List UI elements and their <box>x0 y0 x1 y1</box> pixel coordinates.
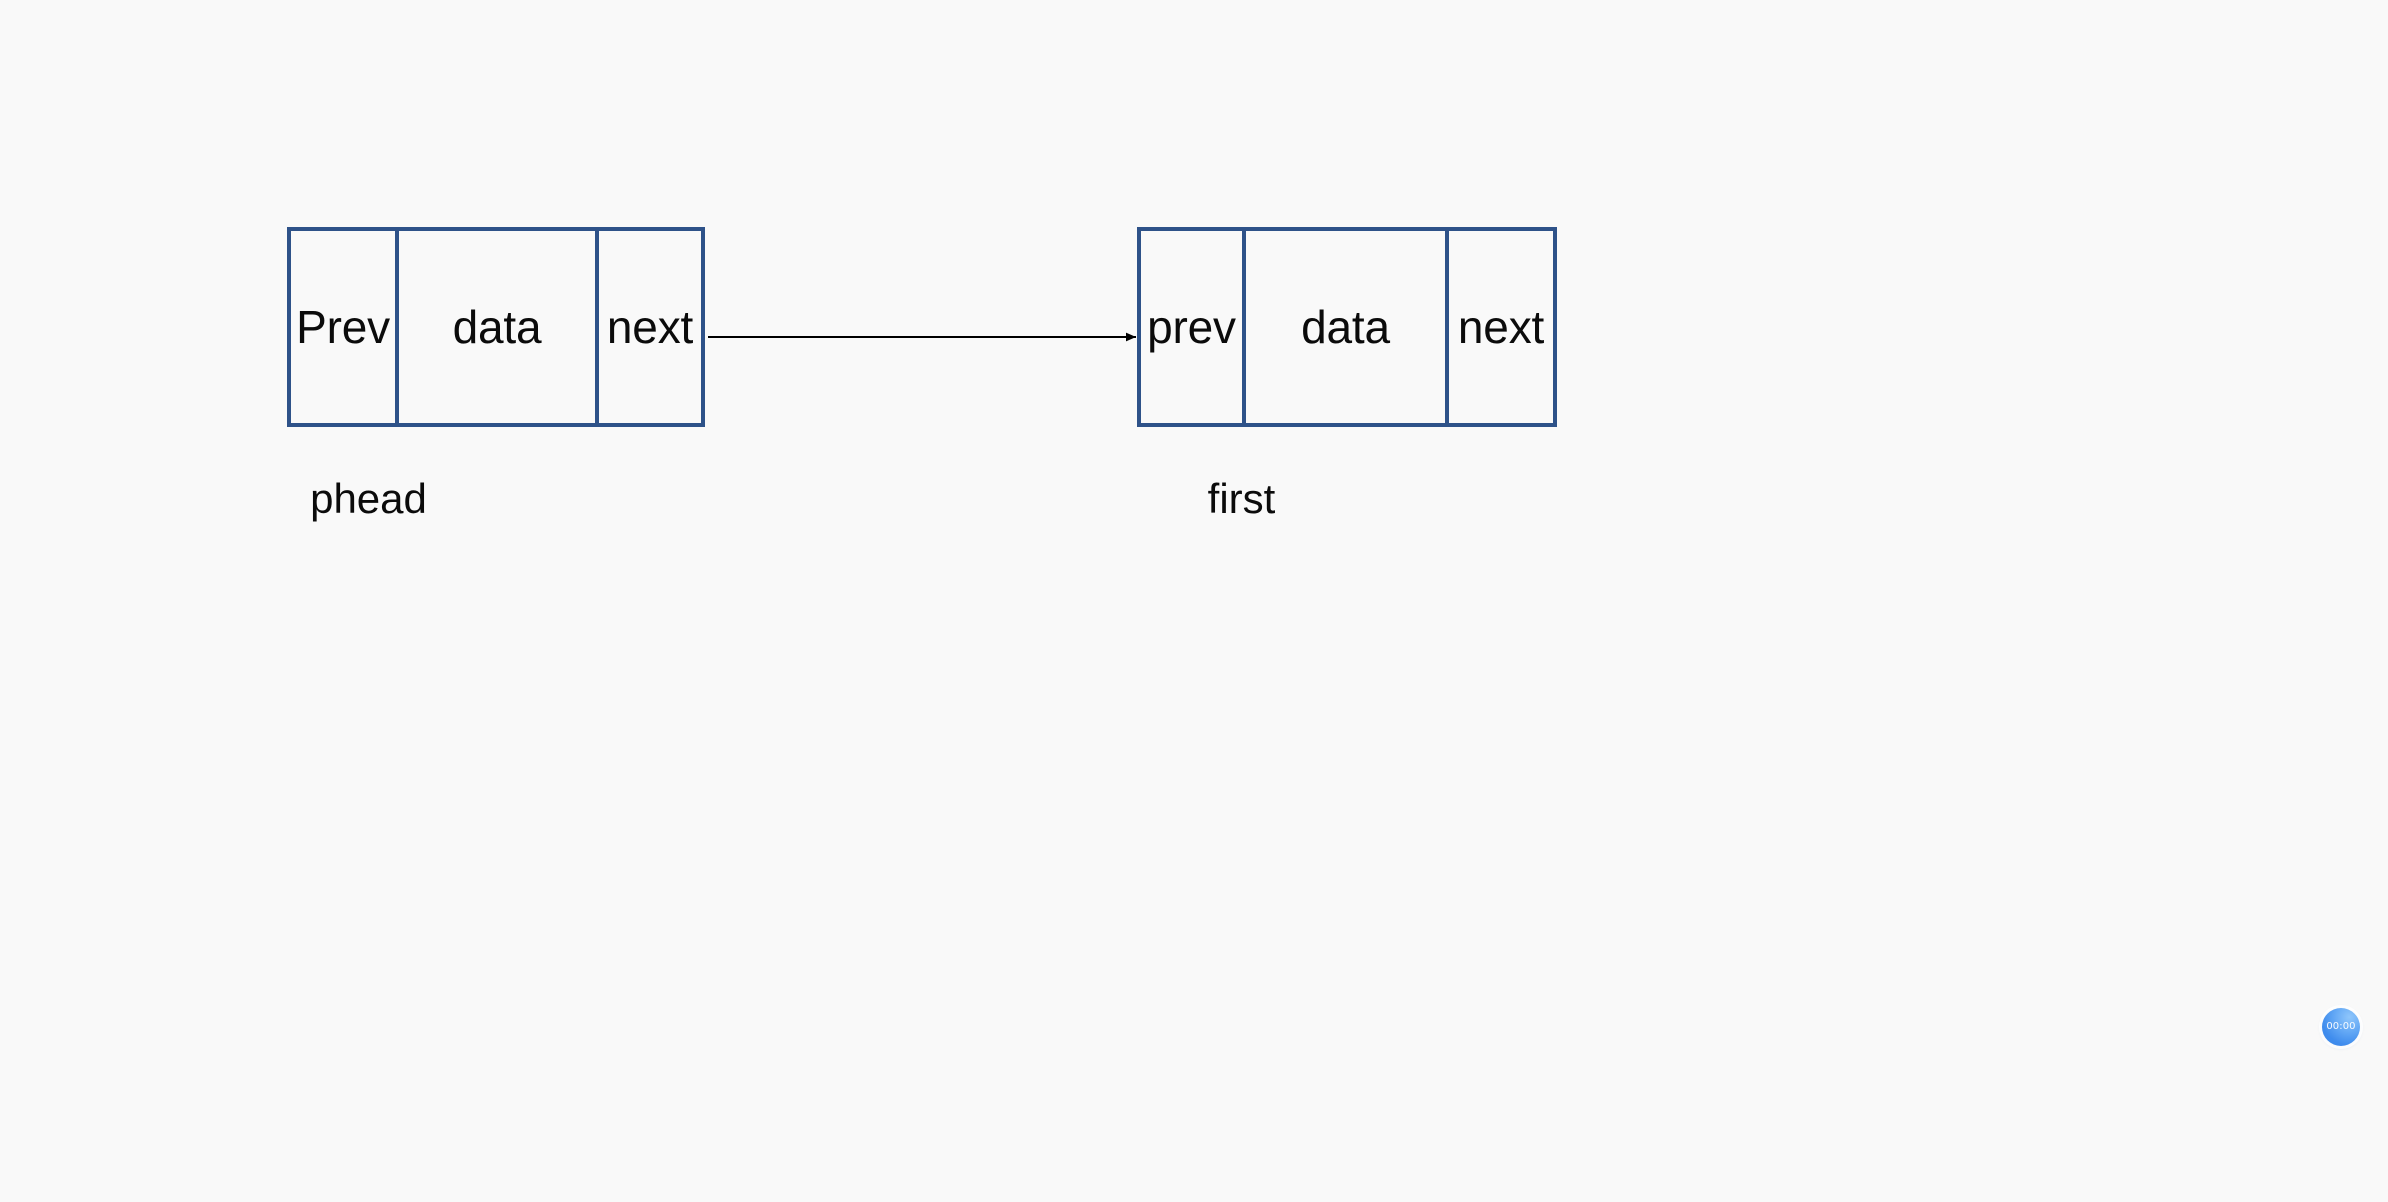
node-first-label: first <box>1207 475 1276 522</box>
node-phead-cell-prev[interactable]: Prev <box>296 301 390 353</box>
arrow-phead-next-to-first-prev <box>708 332 1136 342</box>
timer-value: 00:00 <box>2326 1021 2356 1032</box>
node-first-cell-next[interactable]: next <box>1445 231 1553 423</box>
node-first-cell-data[interactable]: data <box>1242 231 1445 423</box>
node-phead[interactable]: Prev data next <box>287 227 705 427</box>
node-phead-label: phead <box>310 475 427 522</box>
node-phead-cell-data[interactable]: data <box>395 231 595 423</box>
node-first-cell-prev[interactable]: prev <box>1147 301 1236 353</box>
node-phead-cell-next[interactable]: next <box>595 231 701 423</box>
node-first[interactable]: prev data next <box>1137 227 1557 427</box>
timer-badge[interactable]: 00:00 <box>2322 1008 2360 1046</box>
